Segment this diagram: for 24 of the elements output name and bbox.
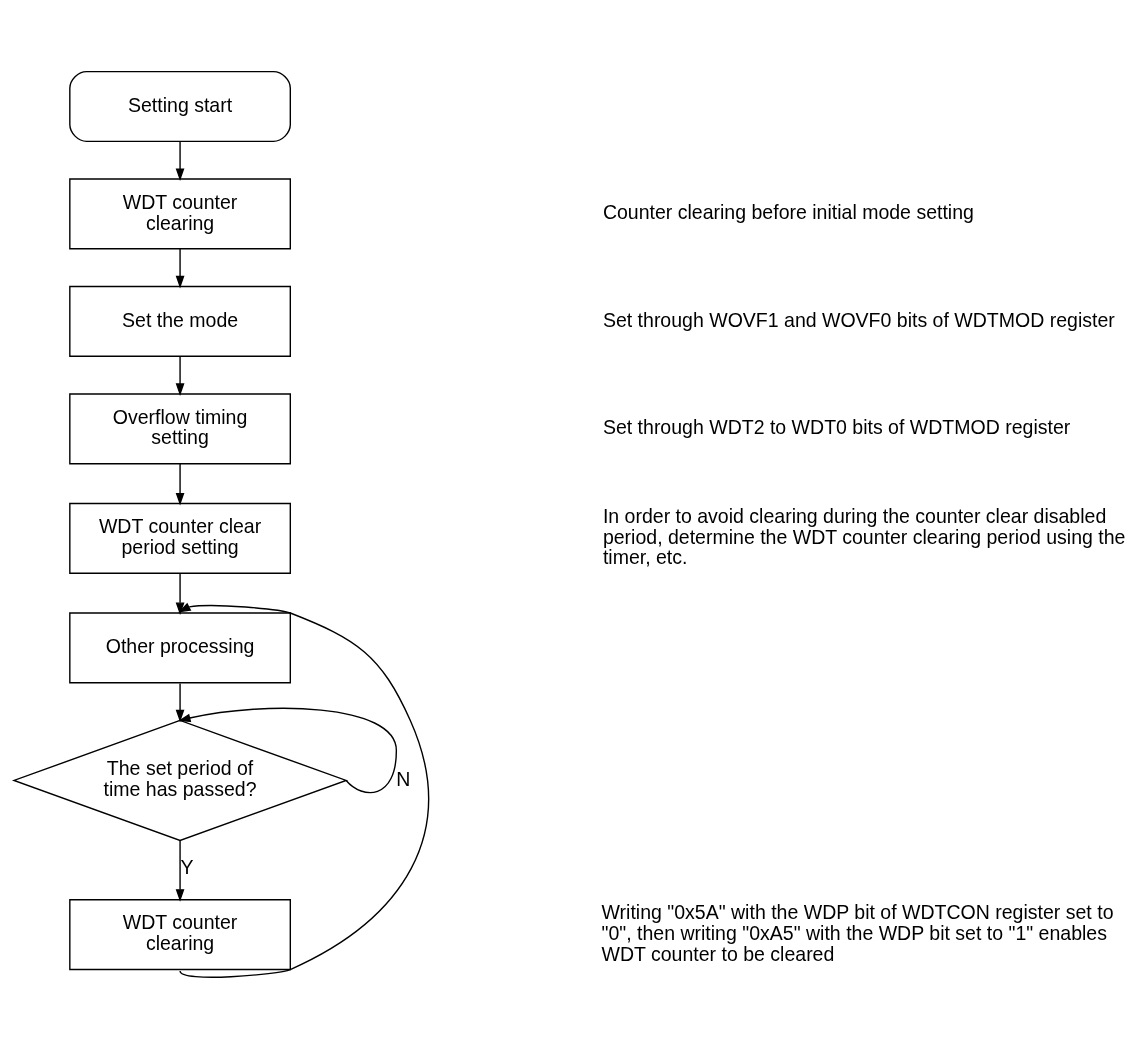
arrow [175, 355, 185, 396]
label: Set through WOVF1 and WOVF0 bits of WDTMOD register [602, 308, 1115, 331]
node-box: Overflow timing setting [69, 392, 291, 464]
node-box: Set the mode [69, 285, 291, 357]
arrow [175, 462, 185, 505]
arrow [175, 839, 185, 902]
label: Counter clearing before initial mode setting [602, 200, 974, 223]
arrow [175, 247, 185, 288]
edge-label: Y [180, 855, 194, 878]
label: In order to avoid clearing during the counter clear disabled period, determine the WDT counter clearing period using the timer, etc. [602, 504, 1126, 568]
node-box: Setting start [69, 70, 291, 142]
arrow [178, 707, 398, 793]
node-diamond: The set period of time has passed? [11, 719, 349, 841]
node-box: Other processing [69, 611, 291, 683]
edge-label: N [396, 767, 411, 790]
arrow [175, 140, 185, 181]
node-box: WDT counter clear period setting [69, 502, 291, 574]
label: Writing "0x5A" with the WDP bit of WDTCON register set to "0", then writing "0xA5" with the WDP bit set to "1" enables WDT counter to be cleared [601, 900, 1114, 965]
node-box: WDT counter clearing [69, 898, 291, 970]
label: Set through WDT2 to WDT0 bits of WDTMOD register [602, 415, 1071, 438]
arrow [175, 682, 185, 722]
arrow [178, 602, 430, 978]
node-box: WDT counter clearing [69, 177, 291, 249]
arrow [175, 572, 185, 615]
